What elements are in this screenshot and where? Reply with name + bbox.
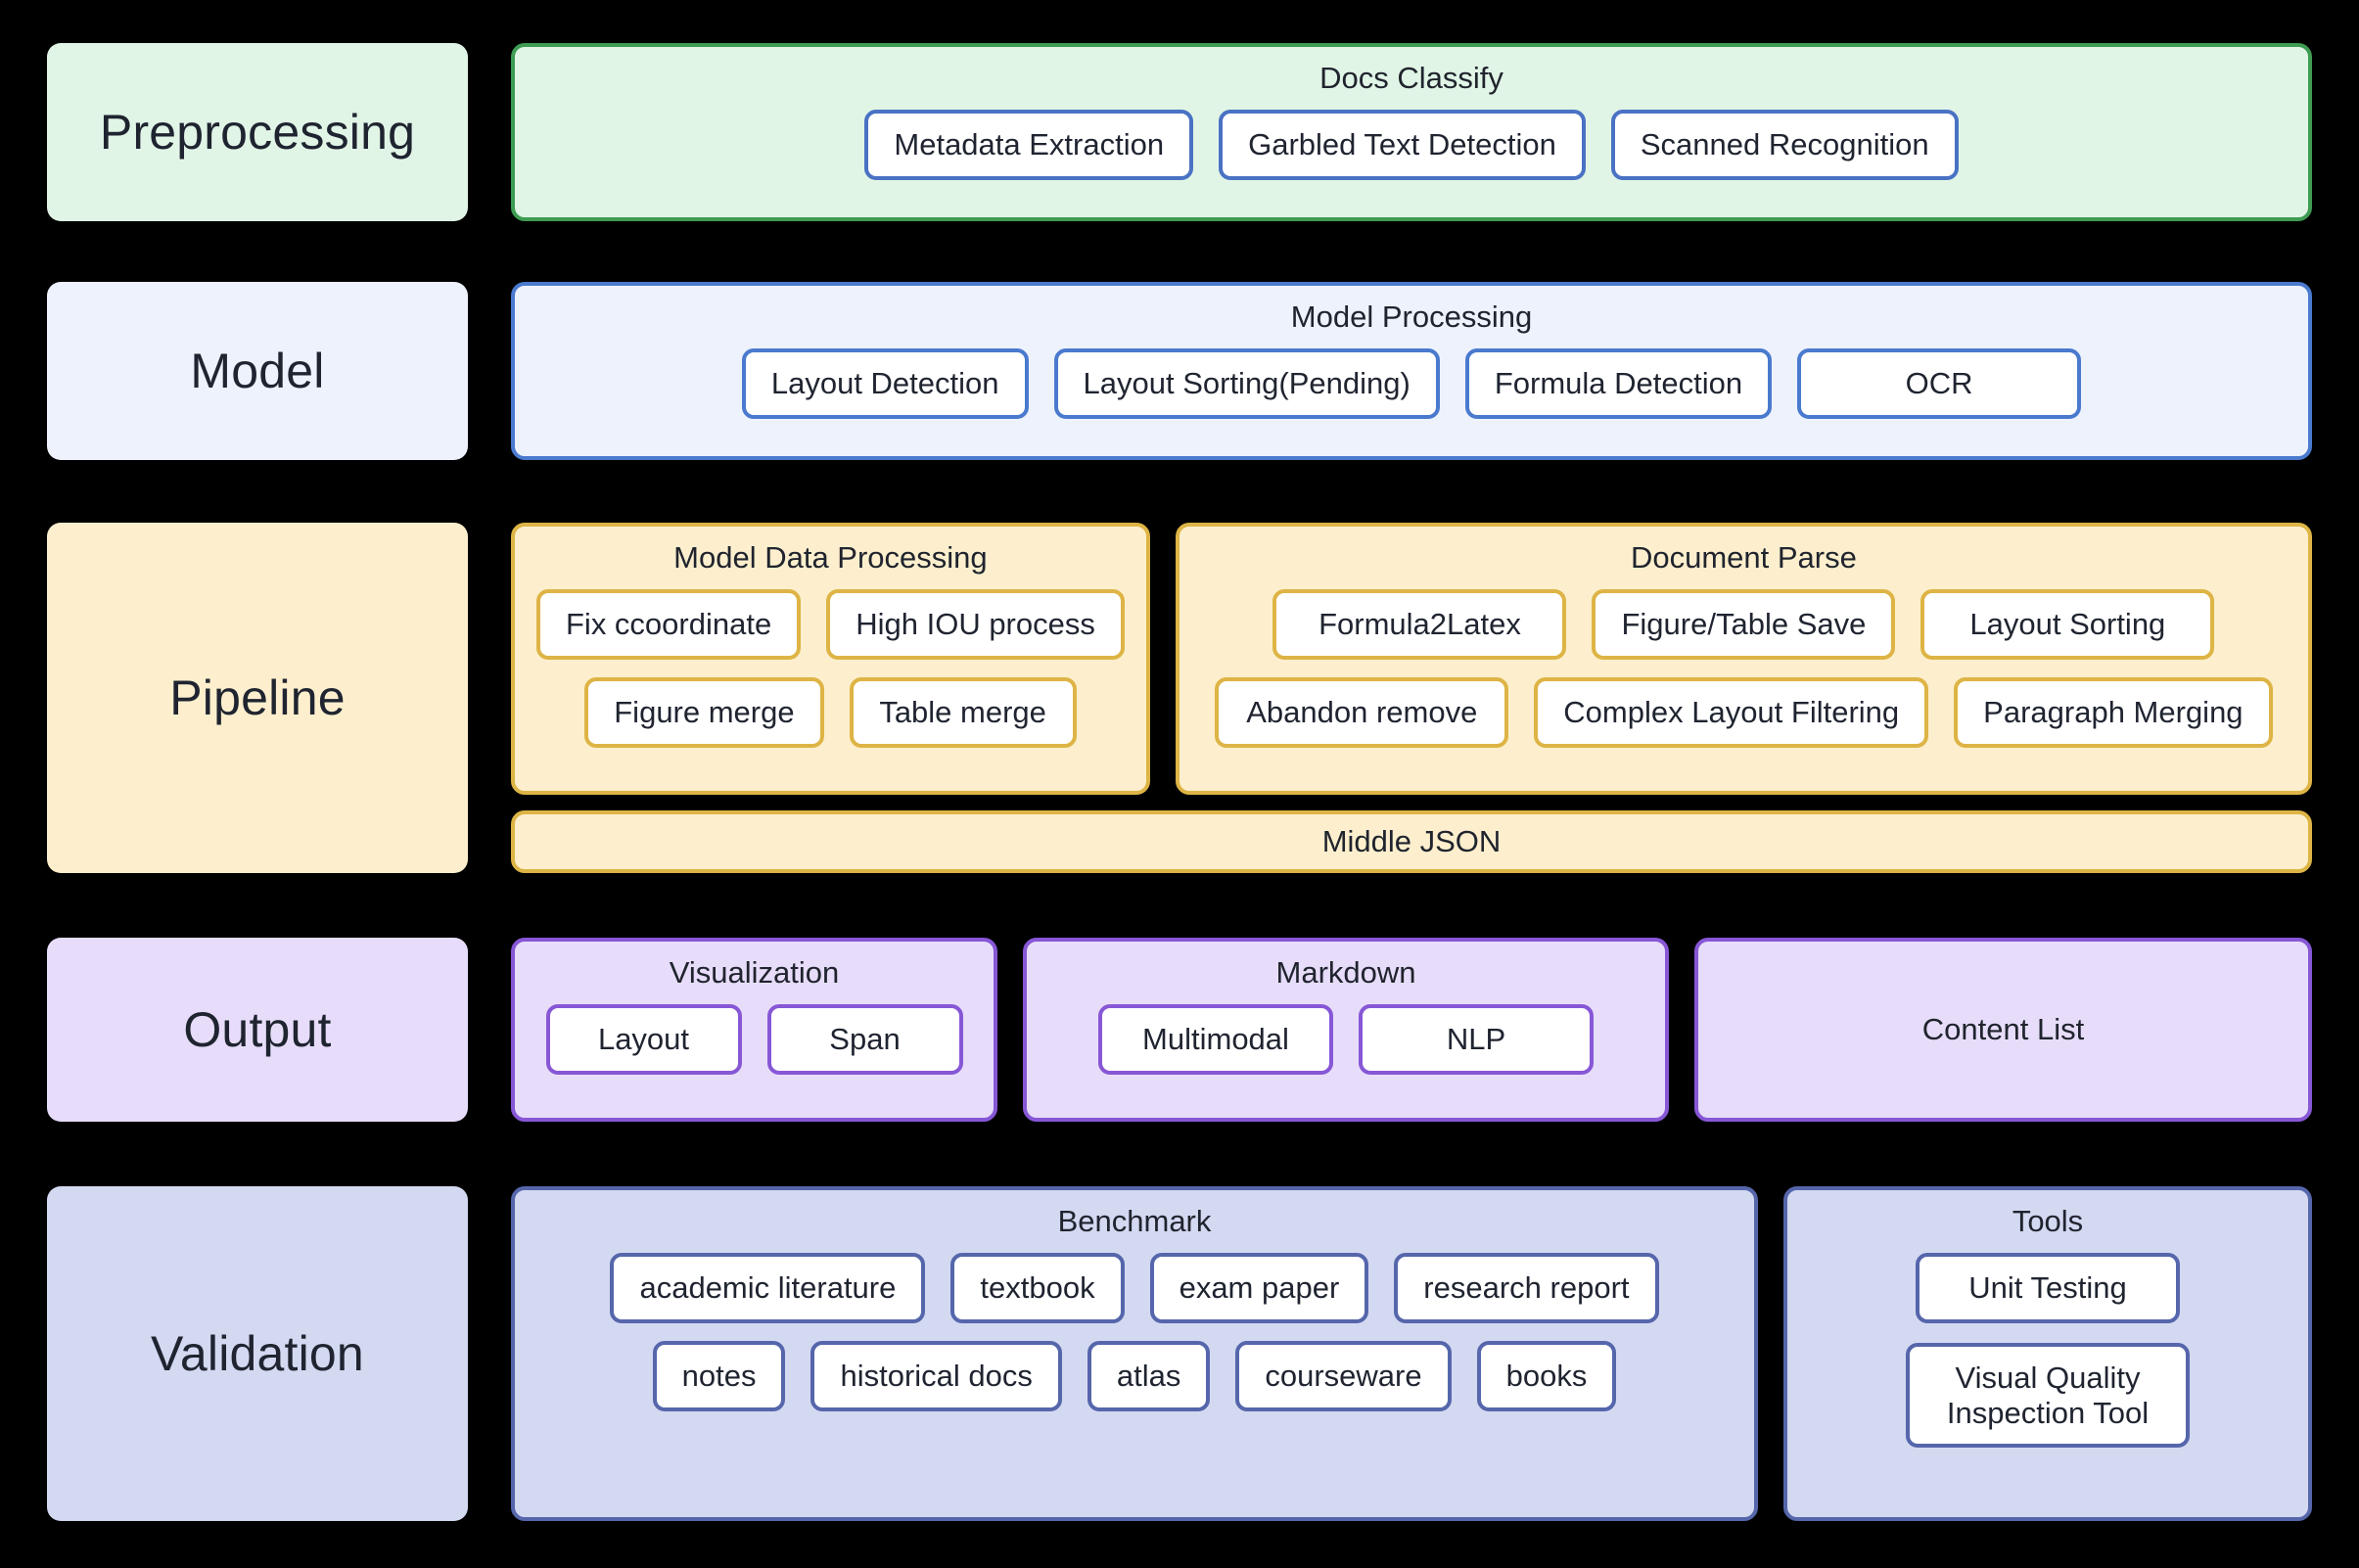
stage-label-model: Model [47, 282, 468, 460]
chip-unit-testing[interactable]: Unit Testing [1916, 1253, 2180, 1323]
panel-markdown: Markdown Multimodal NLP [1023, 938, 1669, 1122]
pipeline-body: Model Data Processing Fix ccoordinate Hi… [511, 523, 2312, 873]
chip-formula-detection[interactable]: Formula Detection [1464, 348, 1773, 419]
stage-label-output: Output [47, 938, 468, 1122]
chip-table-merge[interactable]: Table merge [849, 677, 1077, 748]
markdown-chips: Multimodal NLP [1048, 1004, 1643, 1075]
chip-courseware[interactable]: courseware [1235, 1341, 1452, 1411]
benchmark-row-1: academic literature textbook exam paper … [536, 1253, 1733, 1323]
row-model: Model Model Processing Layout Detection … [47, 282, 2312, 460]
panel-title-model-processing: Model Processing [1290, 300, 1533, 334]
chip-research-report[interactable]: research report [1394, 1253, 1659, 1323]
row-output: Output Visualization Layout Span Markdow… [47, 938, 2312, 1122]
chip-textbook[interactable]: textbook [950, 1253, 1125, 1323]
panel-document-parse: Document Parse Formula2Latex Figure/Tabl… [1175, 523, 2312, 795]
model-data-row-2: Figure merge Table merge [536, 677, 1125, 748]
chip-layout-sorting[interactable]: Layout Sorting [1920, 589, 2215, 660]
validation-body: Benchmark academic literature textbook e… [511, 1186, 2312, 1521]
visualization-chips: Layout Span [536, 1004, 972, 1075]
document-parse-chips: Formula2Latex Figure/Table Save Layout S… [1201, 589, 2287, 748]
chip-historical-docs[interactable]: historical docs [810, 1341, 1062, 1411]
panel-title-benchmark: Benchmark [1057, 1204, 1212, 1238]
chip-paragraph-merging[interactable]: Paragraph Merging [1954, 677, 2273, 748]
chip-books[interactable]: books [1476, 1341, 1617, 1411]
chip-formula2latex[interactable]: Formula2Latex [1272, 589, 1567, 660]
panel-title-model-data-processing: Model Data Processing [673, 540, 988, 575]
panel-docs-classify: Docs Classify Metadata Extraction Garble… [511, 43, 2312, 221]
chip-figure-table-save[interactable]: Figure/Table Save [1592, 589, 1896, 660]
panel-benchmark: Benchmark academic literature textbook e… [511, 1186, 1758, 1521]
model-processing-chips: Layout Detection Layout Sorting(Pending)… [536, 348, 2287, 419]
model-data-row-1: Fix ccoordinate High IOU process [536, 589, 1125, 660]
docs-classify-chips: Metadata Extraction Garbled Text Detecti… [536, 110, 2287, 180]
preprocessing-body: Docs Classify Metadata Extraction Garble… [511, 43, 2312, 221]
chip-fix-ccoordinate[interactable]: Fix ccoordinate [536, 589, 802, 660]
panel-model-processing: Model Processing Layout Detection Layout… [511, 282, 2312, 460]
model-data-processing-chips: Fix ccoordinate High IOU process Figure … [536, 589, 1125, 748]
panel-title-docs-classify: Docs Classify [1319, 61, 1503, 95]
row-preprocessing: Preprocessing Docs Classify Metadata Ext… [47, 43, 2312, 221]
panel-visualization: Visualization Layout Span [511, 938, 997, 1122]
chip-figure-merge[interactable]: Figure merge [584, 677, 824, 748]
benchmark-row-2: notes historical docs atlas courseware b… [536, 1341, 1733, 1411]
chip-notes[interactable]: notes [652, 1341, 786, 1411]
tools-chips: Unit Testing Visual Quality Inspection T… [1809, 1253, 2287, 1449]
chip-layout-detection[interactable]: Layout Detection [741, 348, 1029, 419]
chip-complex-layout-filtering[interactable]: Complex Layout Filtering [1534, 677, 1929, 748]
document-parse-row-1: Formula2Latex Figure/Table Save Layout S… [1201, 589, 2287, 660]
output-panels: Visualization Layout Span Markdown Multi… [511, 938, 2312, 1122]
chip-high-iou-process[interactable]: High IOU process [826, 589, 1125, 660]
panel-title-visualization: Visualization [669, 955, 840, 990]
chip-layout[interactable]: Layout [545, 1004, 742, 1075]
chip-nlp[interactable]: NLP [1359, 1004, 1594, 1075]
model-body: Model Processing Layout Detection Layout… [511, 282, 2312, 460]
panel-content-list: Content List [1694, 938, 2312, 1122]
stage-label-preprocessing: Preprocessing [47, 43, 468, 221]
panel-tools: Tools Unit Testing Visual Quality Inspec… [1783, 1186, 2312, 1521]
document-parse-row-2: Abandon remove Complex Layout Filtering … [1201, 677, 2287, 748]
panel-title-tools: Tools [2012, 1204, 2084, 1238]
panel-middle-json: Middle JSON [511, 810, 2312, 873]
chip-metadata-extraction[interactable]: Metadata Extraction [864, 110, 1194, 180]
chip-layout-sorting-pending[interactable]: Layout Sorting(Pending) [1053, 348, 1440, 419]
row-pipeline: Pipeline Model Data Processing Fix ccoor… [47, 523, 2312, 873]
panel-title-markdown: Markdown [1275, 955, 1416, 990]
stage-label-pipeline: Pipeline [47, 523, 468, 873]
chip-scanned-recognition[interactable]: Scanned Recognition [1610, 110, 1959, 180]
pipeline-top-panels: Model Data Processing Fix ccoordinate Hi… [511, 523, 2312, 795]
chip-abandon-remove[interactable]: Abandon remove [1215, 677, 1509, 748]
validation-panels: Benchmark academic literature textbook e… [511, 1186, 2312, 1521]
chip-visual-quality-inspection-tool[interactable]: Visual Quality Inspection Tool [1906, 1343, 2190, 1449]
chip-academic-literature[interactable]: academic literature [610, 1253, 926, 1323]
benchmark-chips: academic literature textbook exam paper … [536, 1253, 1733, 1411]
chip-exam-paper[interactable]: exam paper [1149, 1253, 1369, 1323]
output-body: Visualization Layout Span Markdown Multi… [511, 938, 2312, 1122]
preprocessing-panels: Docs Classify Metadata Extraction Garble… [511, 43, 2312, 221]
chip-atlas[interactable]: atlas [1087, 1341, 1211, 1411]
row-validation: Validation Benchmark academic literature… [47, 1186, 2312, 1521]
panel-title-middle-json: Middle JSON [1321, 824, 1502, 858]
model-panels: Model Processing Layout Detection Layout… [511, 282, 2312, 460]
chip-span[interactable]: Span [766, 1004, 963, 1075]
chip-ocr[interactable]: OCR [1797, 348, 2082, 419]
panel-title-content-list: Content List [1921, 1012, 2085, 1046]
chip-multimodal[interactable]: Multimodal [1098, 1004, 1333, 1075]
chip-garbled-text-detection[interactable]: Garbled Text Detection [1219, 110, 1586, 180]
stage-label-validation: Validation [47, 1186, 468, 1521]
panel-title-document-parse: Document Parse [1630, 540, 1857, 575]
panel-model-data-processing: Model Data Processing Fix ccoordinate Hi… [511, 523, 1150, 795]
